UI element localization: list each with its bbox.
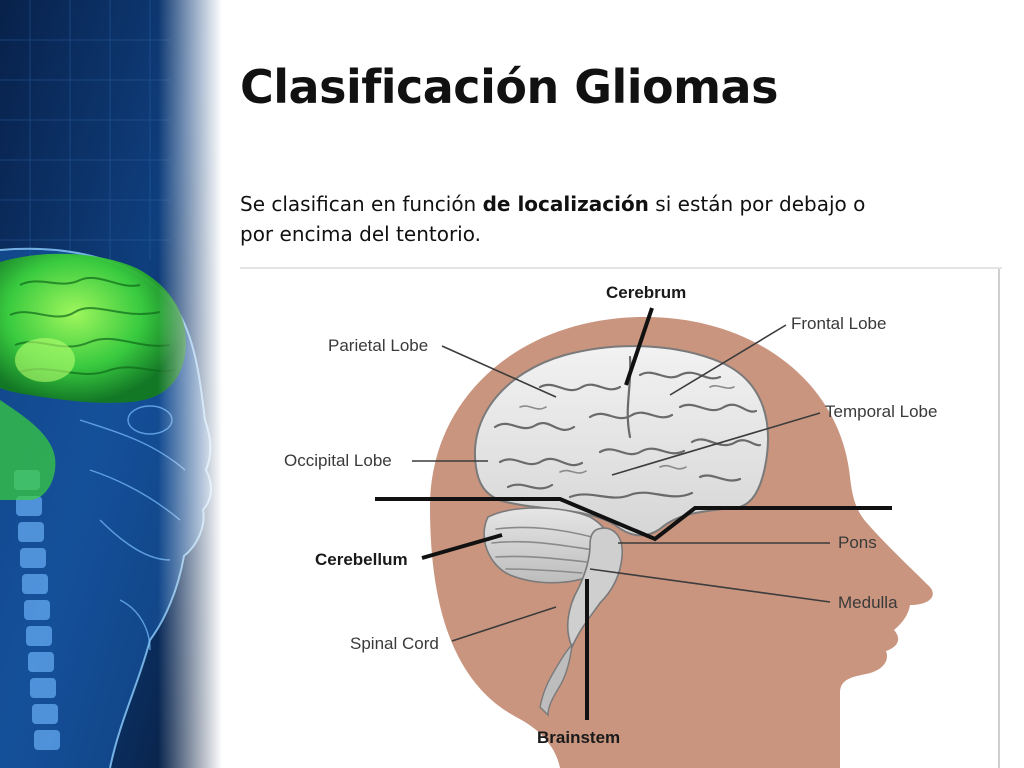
spinal-cord-label: Spinal Cord [350,634,439,653]
frontal-lobe-label: Frontal Lobe [791,314,886,333]
cerebrum-pointer [624,307,654,386]
brainstem-label: Brainstem [537,728,620,747]
temporal-lobe-label: Temporal Lobe [825,402,937,421]
tentorium-line [375,497,892,542]
description-text: e [677,192,690,216]
description-text: si [648,192,678,216]
spinal-cord-shape [539,643,573,717]
parietal-lobe-label: Parietal Lobe [328,336,428,355]
side-decoration-image [0,0,222,768]
description-text: ón [451,192,483,216]
pons-label: Pons [838,533,877,552]
description-text: stán por debajo o por encima del tentori… [240,192,866,246]
description-bold-text: de localización [482,192,649,216]
glowing-brain-icon [0,253,186,500]
head-xray-icon [0,0,222,768]
brain-anatomy-diagram: Cerebrum Frontal Lobe Parietal Lobe Temp… [240,267,1002,768]
cerebellum-label: Cerebellum [315,550,408,569]
medulla-label: Medulla [838,593,898,612]
occipital-lobe-label: Occipital Lobe [284,451,392,470]
slide-description: Se clasifican en función de localización… [240,189,900,249]
cerebrum-label: Cerebrum [606,283,686,302]
description-text: Se clasifican en funci [240,192,452,216]
slide-title: Clasificación Gliomas [240,60,778,114]
cerebellum-pointer [421,533,503,560]
